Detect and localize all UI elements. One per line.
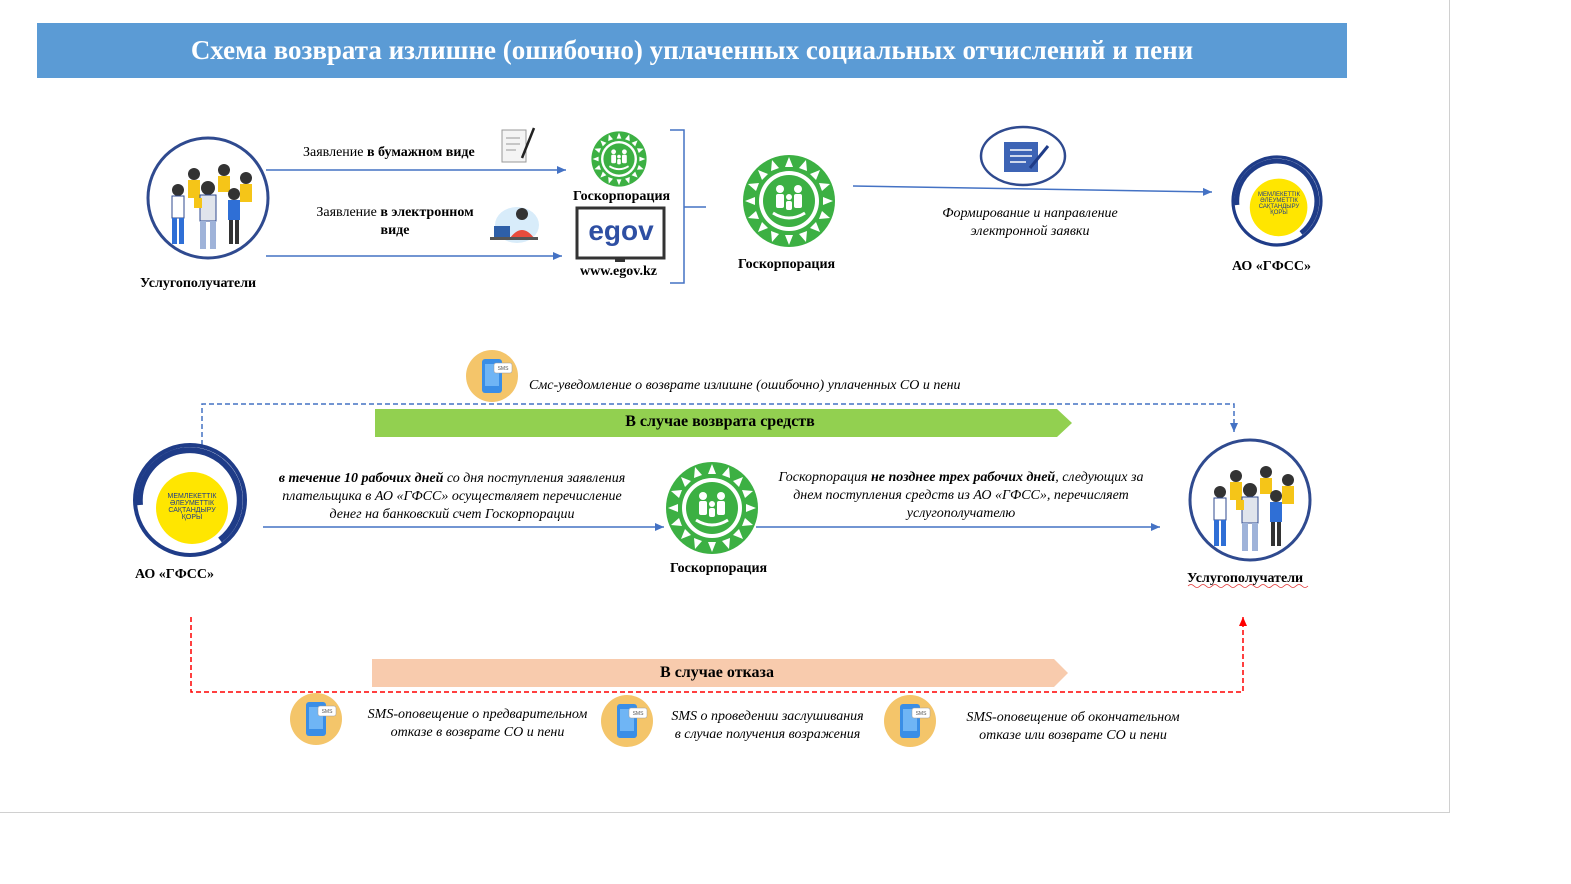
sms-text-line: в случае получения возражения bbox=[674, 727, 861, 742]
paper-application-bold: в бумажном виде bbox=[367, 145, 475, 160]
gfss-logo-line: МЕМЛЕКЕТТІК bbox=[167, 493, 217, 500]
phone-sms-icon bbox=[289, 692, 343, 746]
electronic-application-prefix: Заявление bbox=[316, 205, 381, 220]
sms-final-decision-text: SMS-оповещение об окончательном отказе и… bbox=[948, 709, 1198, 745]
phone-sms-icon bbox=[883, 694, 937, 748]
goskorp-transfer-text: Госкорпорация не позднее трех рабочих дн… bbox=[755, 469, 1167, 523]
gfss-transfer-line: денег на банковский счет Госкорпорации bbox=[329, 507, 575, 522]
gfss-logo-text: МЕМЛЕКЕТТІК ӘЛЕУМЕТТІК САҚТАНДЫРУ ҚОРЫ bbox=[1248, 192, 1310, 216]
gfss-transfer-rest: со дня поступления заявления bbox=[443, 471, 626, 486]
electronic-application-bold: в электронном bbox=[380, 205, 474, 220]
gfss-logo-line: ӘЛЕУМЕТТІК bbox=[1260, 198, 1298, 204]
gfss-logo-line: ҚОРЫ bbox=[1270, 210, 1288, 216]
people-group-icon bbox=[1188, 438, 1312, 562]
gfss-logo-line: ӘЛЕУМЕТТІК bbox=[169, 500, 215, 507]
gfss-label: АО «ГФСС» bbox=[1232, 259, 1311, 274]
phone-sms-icon bbox=[600, 694, 654, 748]
refund-band bbox=[375, 409, 1072, 437]
sms-badge: SMS bbox=[321, 709, 333, 715]
sms-text-line: SMS о проведении заслушивания bbox=[671, 709, 864, 724]
sms-refund-dashed-line bbox=[201, 403, 1238, 445]
gov-sun-logo-icon bbox=[590, 130, 648, 188]
recipients-label: Услугополучатели bbox=[1187, 571, 1304, 586]
gfss-logo-line: МЕМЛЕКЕТТІК bbox=[1258, 192, 1300, 198]
forming-arrow bbox=[852, 185, 1213, 196]
sms-text-line: SMS-оповещение о предварительном bbox=[367, 707, 588, 722]
sms-badge: SMS bbox=[632, 711, 644, 717]
goskorp-transfer-line: услугополучателю bbox=[906, 506, 1016, 521]
forming-label: Формирование и направление электронной з… bbox=[920, 205, 1140, 241]
gov-sun-logo-icon bbox=[741, 153, 837, 249]
gfss-transfer-bold: в течение 10 рабочих дней bbox=[278, 471, 444, 486]
gov-sun-logo-icon bbox=[664, 460, 760, 556]
goskorp-transfer-prefix: Госкорпорация bbox=[778, 470, 871, 485]
gfss-logo-line: САҚТАНДЫРУ bbox=[168, 507, 216, 514]
forming-label-line: Формирование и направление bbox=[942, 206, 1118, 221]
goskorp-label: Госкорпорация bbox=[670, 561, 768, 576]
gfss-logo-line: ҚОРЫ bbox=[181, 514, 203, 521]
gfss-transfer-text: в течение 10 рабочих дней со дня поступл… bbox=[252, 470, 652, 524]
sms-badge: SMS bbox=[915, 711, 927, 717]
refusal-dashed-line bbox=[190, 617, 1247, 693]
phone-sms-icon bbox=[465, 349, 519, 403]
page-border-right bbox=[1449, 0, 1450, 812]
sms-refund-text: Смс-уведомление о возврате излишне (ошиб… bbox=[529, 378, 961, 393]
refusal-band-label: В случае отказа bbox=[660, 664, 774, 681]
bracket bbox=[670, 129, 685, 284]
gfss-transfer-line: плательщика в АО «ГФСС» осуществляет пер… bbox=[282, 489, 622, 504]
egov-url: www.egov.kz bbox=[580, 264, 657, 279]
laptop-user-icon bbox=[490, 207, 539, 243]
paper-application-label: Заявление в бумажном виде bbox=[303, 144, 475, 162]
electronic-application-bold: виде bbox=[380, 223, 410, 238]
spellcheck-underline bbox=[1187, 584, 1309, 588]
paper-application-prefix: Заявление bbox=[303, 145, 367, 160]
egov-logo: egov bbox=[588, 215, 654, 246]
sms-text-line: SMS-оповещение об окончательном bbox=[966, 710, 1180, 725]
sms-preliminary-refusal-text: SMS-оповещение о предварительном отказе … bbox=[350, 706, 605, 742]
goskorp-transfer-bold: не позднее трех рабочих дней bbox=[870, 470, 1056, 485]
sms-badge: SMS bbox=[497, 366, 509, 372]
sms-text-line: отказе в возврате СО и пени bbox=[390, 725, 565, 740]
gfss-logo-line: САҚТАНДЫРУ bbox=[1258, 204, 1300, 210]
forming-label-line: электронной заявки bbox=[970, 224, 1090, 239]
people-group-icon bbox=[146, 136, 270, 260]
title-bar bbox=[37, 23, 1347, 78]
refusal-band bbox=[372, 659, 1068, 687]
document-pen-icon bbox=[501, 127, 536, 163]
goskorp-transfer-rest: , следующих за bbox=[1055, 470, 1144, 485]
recipients-label: Услугополучатели bbox=[140, 276, 257, 291]
egov-monitor-icon bbox=[575, 206, 666, 262]
gfss-label: АО «ГФСС» bbox=[135, 567, 214, 582]
sms-hearing-text: SMS о проведении заслушивания в случае п… bbox=[655, 708, 880, 744]
electronic-application-label: Заявление в электронном виде bbox=[300, 204, 490, 240]
refund-band-label: В случае возврата средств bbox=[625, 413, 815, 430]
gfss-logo-text: МЕМЛЕКЕТТІК ӘЛЕУМЕТТІК САҚТАНДЫРУ ҚОРЫ bbox=[156, 493, 228, 521]
page-border-bottom bbox=[0, 812, 1450, 813]
edit-document-icon bbox=[979, 125, 1067, 187]
sms-text-line: отказе или возврате СО и пени bbox=[979, 728, 1167, 743]
page-title: Схема возврата излишне (ошибочно) уплаче… bbox=[190, 35, 1194, 65]
goskorp-transfer-line: днем поступления средств из АО «ГФСС», п… bbox=[793, 488, 1129, 503]
goskorp-label: Госкорпорация bbox=[738, 257, 836, 272]
goskorp-label: Госкорпорация bbox=[573, 189, 671, 204]
